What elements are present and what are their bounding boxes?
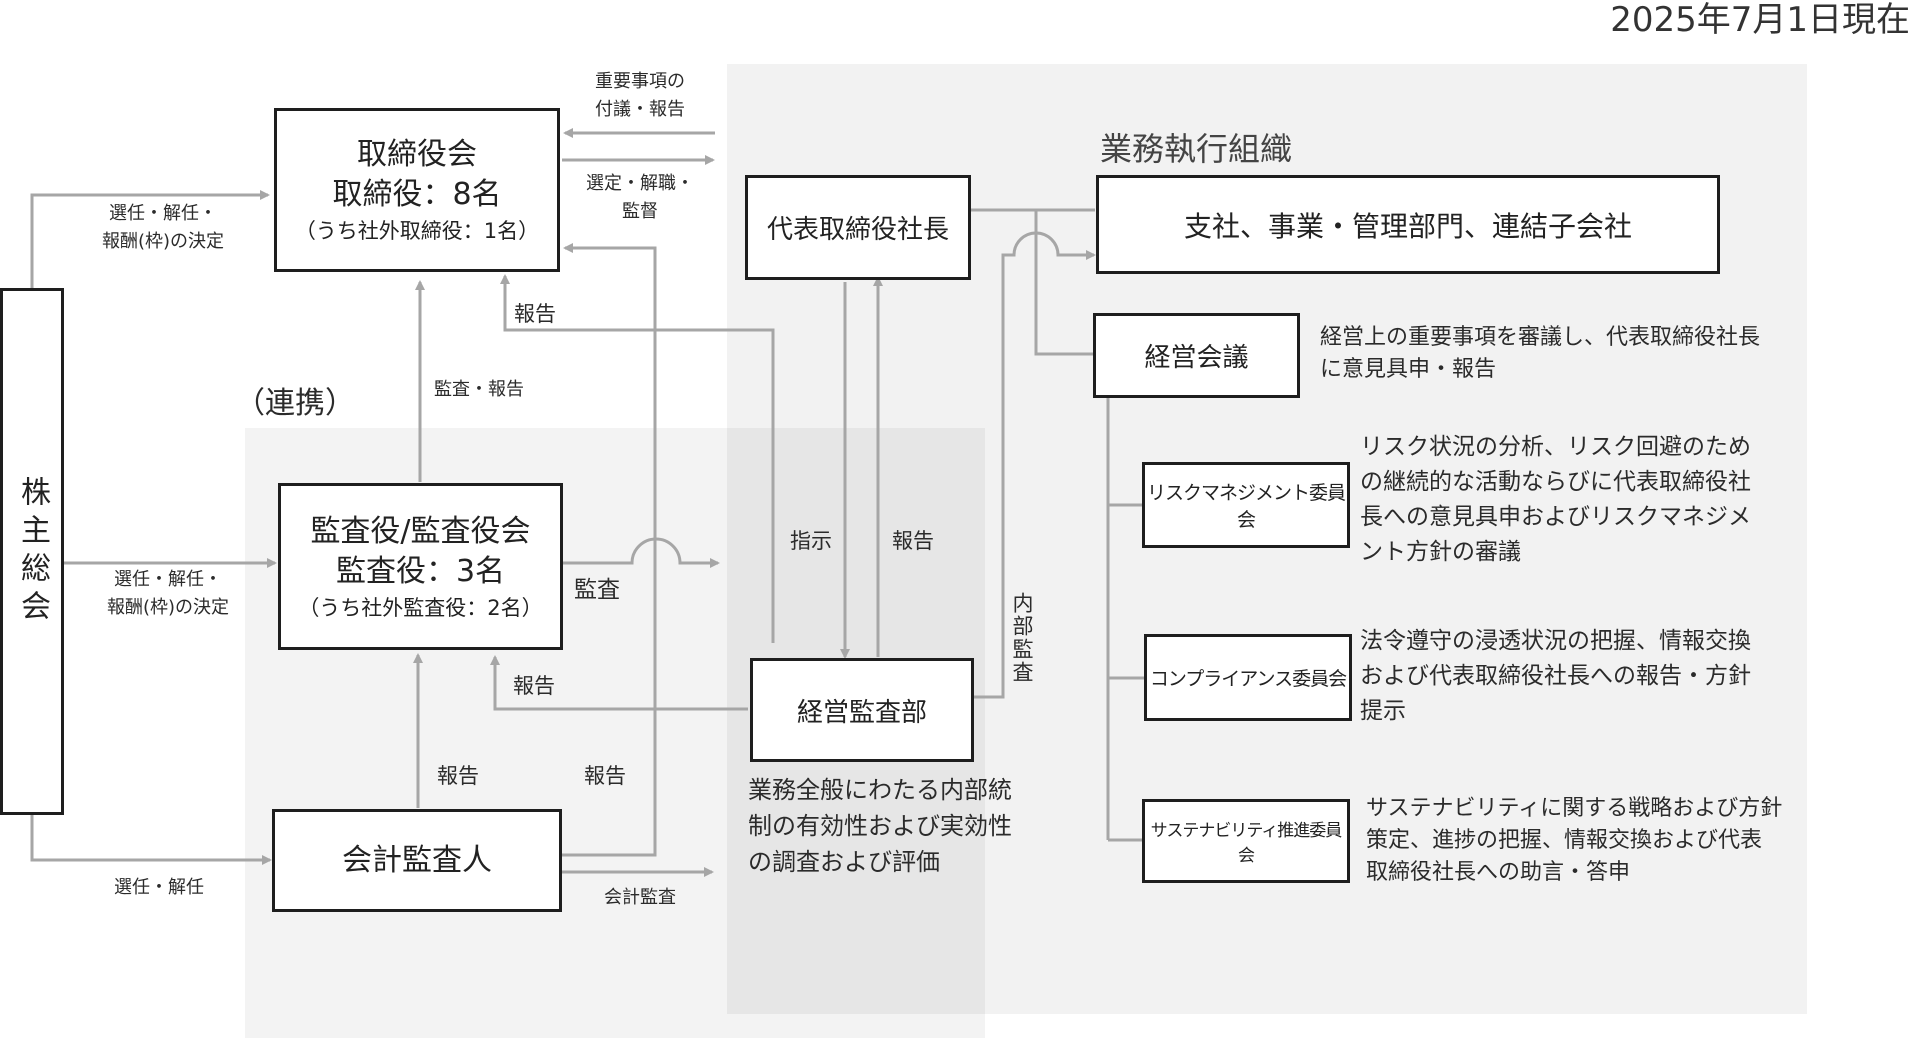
- label-line: 報酬(枠)の決定: [101, 231, 225, 252]
- exec-org-title: 業務執行組織: [1100, 130, 1293, 168]
- divisions[interactable]: 支社、事業・管理部門、連結子会社: [1096, 175, 1720, 274]
- label-line: 重要事項の: [595, 71, 685, 92]
- label-audit-report: 監査・報告: [434, 379, 524, 400]
- label-report-president: 報告: [892, 529, 934, 553]
- compliance-desc: 法令遵守の浸透状況の把握、情報交換 および代表取締役社長への報告・方針 提示: [1360, 624, 1751, 729]
- label-cooperation: （連携）: [235, 386, 355, 421]
- label-report-accounting: 報告: [437, 764, 479, 788]
- label-line: 選定・解職・: [586, 173, 694, 194]
- president[interactable]: 代表取締役社長: [745, 175, 971, 280]
- divisions-label: 支社、事業・管理部門、連結子会社: [1183, 209, 1632, 243]
- risk-desc: リスク状況の分析、リスク回避のため の継続的な活動ならびに代表取締役社 長への意…: [1360, 430, 1751, 570]
- arrow-audit: [562, 537, 720, 568]
- arrow-internal-audit: [972, 231, 1096, 699]
- label-elect-dismiss: 選任・解任: [114, 877, 204, 898]
- as-of-date: 2025年7月1日現在: [1610, 0, 1910, 40]
- label-line: 選任・解任・: [114, 569, 222, 590]
- label-accounting-audit: 会計監査: [604, 887, 676, 908]
- internal-audit-dept-label: 経営監査部: [796, 697, 927, 728]
- label-line: 選任・解任・: [109, 203, 217, 224]
- label-elect-remuneration-board: 選任・解任・ 報酬(枠)の決定: [88, 200, 238, 256]
- label-audit: 監査: [574, 577, 620, 603]
- arrow-shareholders-board: [30, 190, 270, 288]
- label-line: 報酬(枠)の決定: [106, 597, 230, 618]
- internal-audit-dept[interactable]: 経営監査部: [750, 658, 974, 762]
- label-appoint-supervise: 選定・解職・ 監督: [580, 170, 700, 226]
- internal-audit-desc-line: 制の有効性および実効性: [748, 812, 1012, 840]
- risk-desc-line: ント方針の審議: [1360, 539, 1521, 565]
- sustainability-desc: サステナビリティに関する戦略および方針 策定、進捗の把握、情報交換および代表 取…: [1366, 793, 1782, 889]
- compliance-desc-line: および代表取締役社長への報告・方針: [1360, 663, 1751, 689]
- auditors-title: 監査役/監査役会: [310, 513, 531, 549]
- compliance-committee[interactable]: コンプライアンス委員会: [1144, 634, 1352, 721]
- president-label: 代表取締役社長: [766, 215, 949, 245]
- label-line: 付議・報告: [595, 99, 685, 120]
- internal-audit-desc-line: の調査および評価: [748, 848, 940, 876]
- auditors-count: 監査役：3名: [335, 553, 506, 589]
- compliance-desc-line: 法令遵守の浸透状況の把握、情報交換: [1360, 628, 1751, 654]
- risk-desc-line: 長への意見具申およびリスクマネジメ: [1360, 504, 1751, 530]
- label-elect-remuneration-auditors: 選任・解任・ 報酬(枠)の決定: [93, 566, 243, 622]
- internal-audit-desc-line: 業務全般にわたる内部統: [748, 776, 1012, 804]
- sustainability-desc-line: 策定、進捗の把握、情報交換および代表: [1366, 828, 1763, 853]
- audit-board[interactable]: 監査役/監査役会 監査役：3名 （うち社外監査役：2名）: [278, 483, 563, 650]
- internal-audit-desc: 業務全般にわたる内部統 制の有効性および実効性 の調査および評価: [748, 772, 1012, 880]
- label-report-accounting-2: 報告: [584, 764, 626, 788]
- label-report-board: 報告: [514, 302, 556, 326]
- sustainability-desc-line: 取締役社長への助言・答申: [1366, 860, 1631, 885]
- board-title: 取締役会: [357, 137, 477, 172]
- compliance-desc-line: 提示: [1360, 698, 1406, 724]
- label-line: 監督: [622, 201, 658, 222]
- arrow-accounting-board: [562, 243, 657, 857]
- board-count: 取締役：8名: [332, 177, 502, 212]
- management-meeting-desc-line: 経営上の重要事項を審議し、代表取締役社長: [1320, 325, 1761, 350]
- sustainability-committee-label: サステナビリティ推進委員会: [1150, 821, 1343, 866]
- management-meeting-label: 経営会議: [1144, 343, 1249, 373]
- compliance-committee-label: コンプライアンス委員会: [1149, 668, 1347, 690]
- board-of-directors[interactable]: 取締役会 取締役：8名 （うち社外取締役：1名）: [274, 108, 560, 272]
- board-outside: （うち社外取締役：1名）: [294, 219, 540, 243]
- risk-committee[interactable]: リスクマネジメント委員会: [1142, 462, 1350, 548]
- accounting-auditor-label: 会計監査人: [342, 842, 492, 878]
- shareholders-meeting[interactable]: 株主総会: [0, 288, 64, 815]
- risk-desc-line: の継続的な活動ならびに代表取締役社: [1360, 469, 1751, 495]
- line-president-meeting: [1034, 210, 1095, 356]
- management-meeting-desc: 経営上の重要事項を審議し、代表取締役社長 に意見具申・報告: [1320, 322, 1760, 386]
- sustainability-committee[interactable]: サステナビリティ推進委員会: [1142, 799, 1350, 883]
- risk-committee-label: リスクマネジメント委員会: [1146, 482, 1346, 531]
- label-internal-audit: 内部監査: [1010, 592, 1034, 684]
- label-important-matters: 重要事項の 付議・報告: [580, 68, 700, 124]
- arrow-report-auditors: [490, 655, 748, 711]
- shareholders-label: 株主総会: [15, 475, 50, 628]
- sustainability-desc-line: サステナビリティに関する戦略および方針: [1366, 796, 1783, 821]
- label-report-auditors: 報告: [513, 674, 555, 698]
- auditors-outside: （うち社外監査役：2名）: [298, 595, 543, 620]
- arrow-shareholders-accounting: [30, 813, 272, 865]
- risk-desc-line: リスク状況の分析、リスク回避のため: [1360, 434, 1751, 460]
- management-meeting[interactable]: 経営会議: [1093, 313, 1300, 398]
- label-instruction: 指示: [790, 529, 832, 553]
- accounting-auditor[interactable]: 会計監査人: [272, 809, 562, 912]
- management-meeting-desc-line: に意見具申・報告: [1320, 357, 1497, 382]
- arrow-report-board: [500, 274, 775, 643]
